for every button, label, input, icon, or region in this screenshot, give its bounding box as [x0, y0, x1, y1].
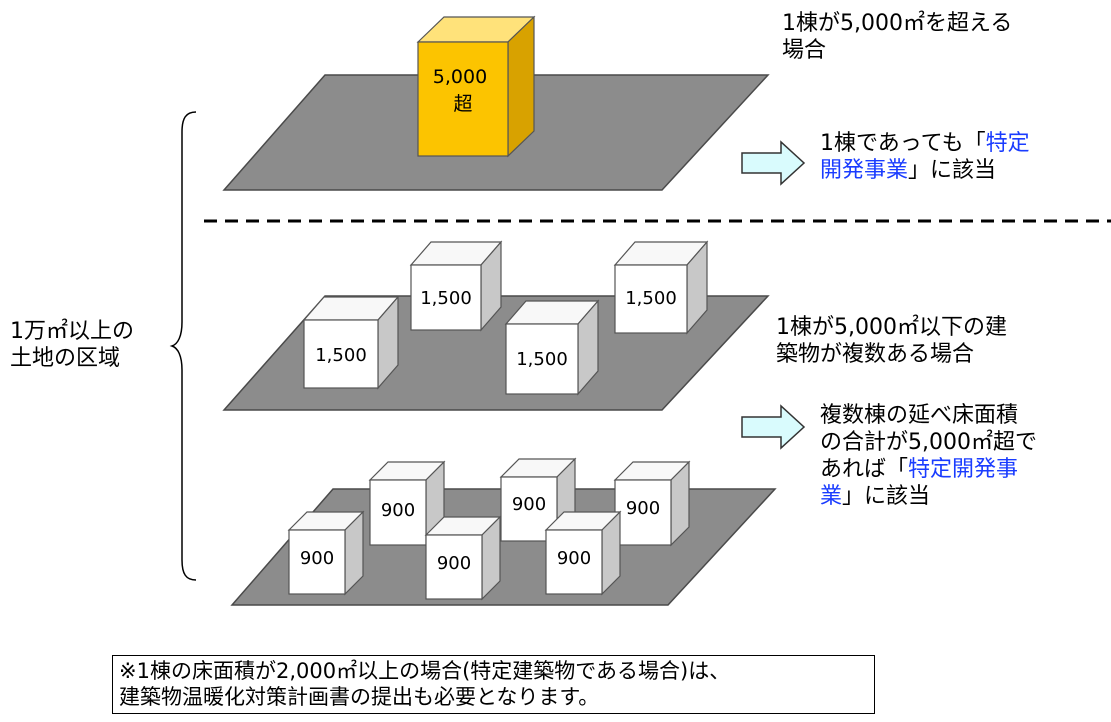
case2-condition-line: 築物が複数ある場合 — [776, 342, 975, 367]
medium-building: 1,500 — [613, 240, 709, 335]
svg-text:1,500: 1,500 — [516, 349, 568, 370]
svg-text:900: 900 — [381, 500, 415, 521]
small-building: 900 — [613, 460, 691, 547]
case2-result: 複数棟の延べ床面積 の合計が5,000㎡超で あれば「特定開発事 業」に該当 — [820, 402, 1037, 510]
curly-brace — [169, 111, 197, 581]
svg-text:900: 900 — [300, 548, 334, 569]
large-building-side — [507, 15, 535, 158]
arrow-icon-top — [741, 140, 806, 186]
case2-result-line: 複数棟の延べ床面積 — [820, 403, 1019, 428]
small-building: 900 — [424, 515, 502, 601]
case1-result-line: 1棟であっても「特定 — [820, 131, 1030, 156]
area-label-line: 1万㎡以上の — [10, 319, 134, 344]
case1-condition: 1棟が5,000㎡を超える 場合 — [782, 10, 1012, 64]
area-label: 1万㎡以上の 土地の区域 — [10, 318, 134, 372]
case2-result-line: の合計が5,000㎡超で — [820, 430, 1037, 455]
svg-text:900: 900 — [512, 494, 546, 515]
svg-text:1,500: 1,500 — [420, 288, 472, 309]
svg-text:900: 900 — [437, 553, 471, 574]
note-line: ※1棟の床面積が2,000㎡以上の場合(特定建築物である場合)は、 — [119, 659, 731, 683]
case2-condition: 1棟が5,000㎡以下の建 築物が複数ある場合 — [776, 314, 1007, 368]
case1-condition-line: 1棟が5,000㎡を超える — [782, 11, 1013, 36]
svg-text:900: 900 — [626, 498, 660, 519]
svg-text:1,500: 1,500 — [625, 288, 677, 309]
case1-condition-line: 場合 — [782, 38, 827, 63]
case1-result: 1棟であっても「特定 開発事業」に該当 — [820, 130, 1030, 184]
arrow-icon-bottom — [741, 404, 806, 450]
note-line: 建築物温暖化対策計画書の提出も必要となります。 — [119, 685, 600, 709]
small-building: 900 — [544, 510, 622, 596]
medium-building: 1,500 — [302, 295, 400, 390]
large-building-front — [417, 41, 509, 157]
case2-result-line: 業」に該当 — [820, 484, 931, 509]
note-box: ※1棟の床面積が2,000㎡以上の場合(特定建築物である場合)は、 建築物温暖化… — [112, 655, 875, 714]
large-building-label: 5,000 超 — [433, 66, 493, 115]
svg-text:900: 900 — [557, 548, 591, 569]
area-label-line: 土地の区域 — [10, 346, 121, 371]
case2-result-line: あれば「特定開発事 — [820, 457, 1019, 482]
small-building: 900 — [287, 510, 365, 596]
medium-building: 1,500 — [409, 240, 503, 332]
case1-result-line: 開発事業」に該当 — [820, 158, 997, 183]
case2-condition-line: 1棟が5,000㎡以下の建 — [776, 315, 1007, 340]
small-building: 900 — [368, 460, 446, 547]
svg-text:1,500: 1,500 — [315, 345, 367, 366]
medium-building: 1,500 — [504, 299, 600, 396]
